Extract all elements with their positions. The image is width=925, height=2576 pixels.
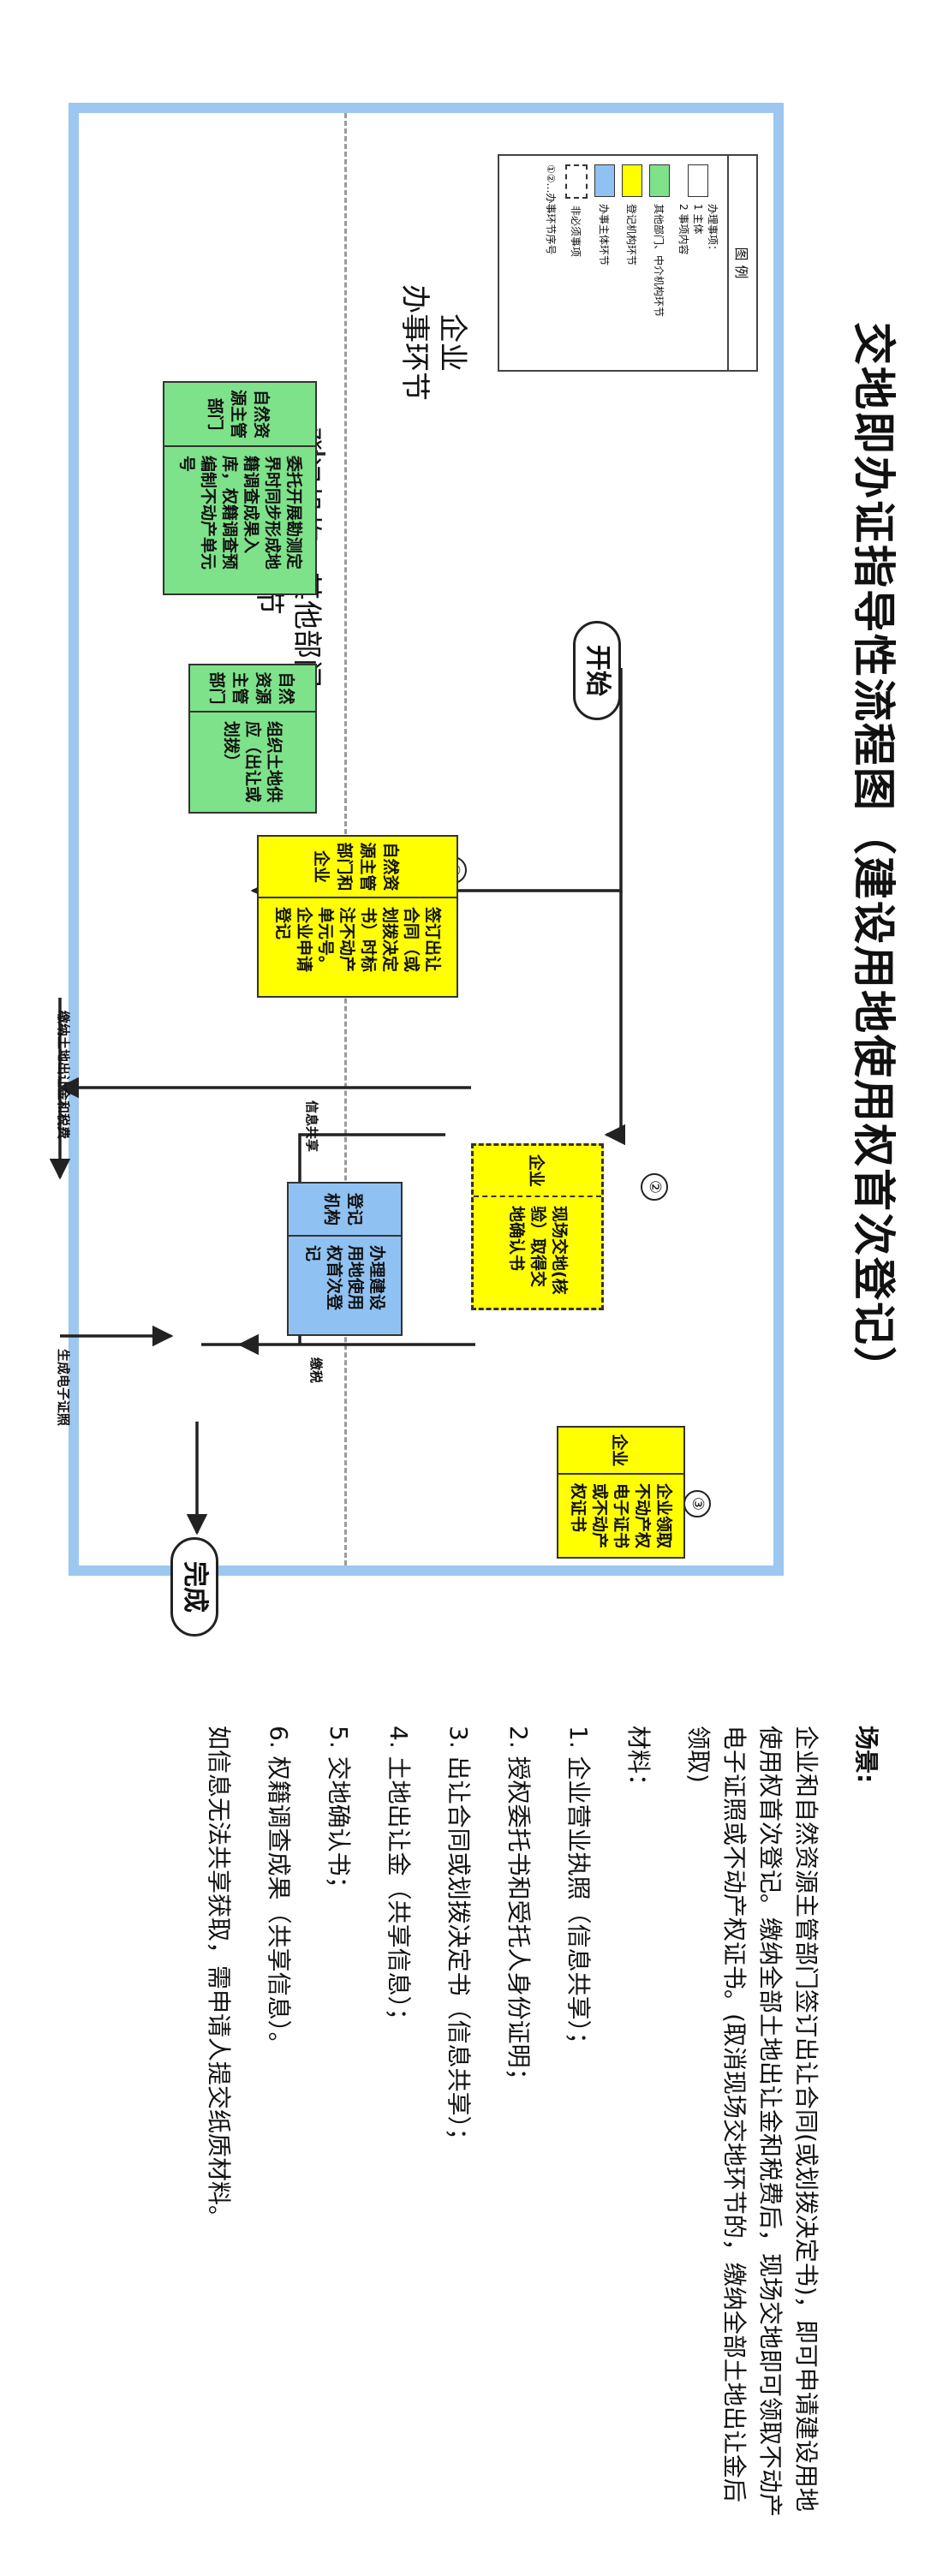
scene-item-2: 2. 授权委托书和受托人身份证明； — [504, 1726, 533, 2092]
scene-notes: 场景: 企业和自然资源主管部门签订出让合同(或划拨决定书)，即可申请建设用地使用… — [176, 1726, 908, 2522]
scene-heading: 场景: — [852, 1726, 880, 1784]
scene-item-1: 1. 企业营业执照（信息共享）； — [564, 1726, 593, 2056]
arrow-start-to-y2 — [604, 891, 626, 1146]
scene-item-5: 5. 交地确认书； — [325, 1726, 353, 1900]
flowchart-canvas: 交地即办证指导性流程图（建设用地使用权首次登记） 企业 办事环节 登记机构、其他… — [49, 103, 898, 1637]
scene-materials-title: 材料： — [624, 1726, 653, 1798]
scene-item-6: 6. 权籍调查成果（共享信息）。 — [265, 1726, 293, 2056]
scene-item-3: 3. 出让合同或划拨决定书（信息共享）； — [445, 1726, 473, 2152]
scene-paragraph: 企业和自然资源主管部门签订出让合同(或划拨决定书)，即可申请建设用地使用权首次登… — [684, 1726, 821, 2518]
scene-item-4: 4. 土地出让金（共享信息）； — [385, 1726, 413, 2032]
scene-item-7: 如信息无法共享获取，需申请人提交纸质材料。 — [205, 1726, 233, 2230]
